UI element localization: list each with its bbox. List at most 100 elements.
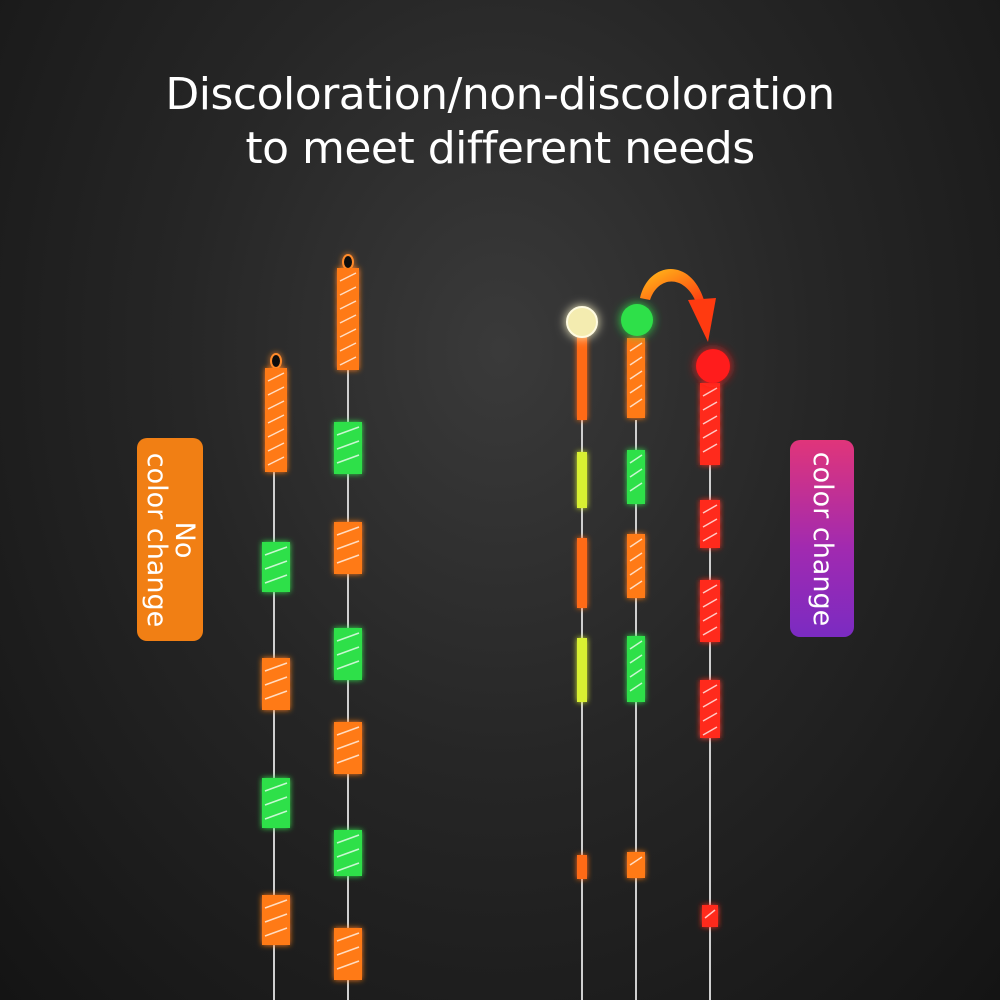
badge-label: color change — [807, 451, 838, 626]
segment-stripe — [629, 552, 643, 562]
segment-stripe — [336, 454, 360, 464]
segment-stripe — [336, 726, 360, 736]
segment-stripe — [702, 612, 718, 622]
segment-stripe — [629, 566, 643, 576]
segment-stripe — [267, 442, 285, 452]
segment-stripe — [702, 415, 718, 425]
float-1-segment-orange — [262, 895, 290, 945]
float-3-segment-yellow — [577, 638, 587, 702]
segment-stripe — [336, 426, 360, 436]
segment-stripe — [267, 456, 285, 466]
segment-stripe — [629, 654, 643, 664]
segment-stripe — [629, 398, 643, 408]
title-line-2: to meet different needs — [245, 123, 755, 174]
segment-stripe — [267, 400, 285, 410]
segment-stripe — [336, 754, 360, 764]
segment-stripe — [629, 454, 643, 464]
float-4-segment-orange — [627, 338, 645, 418]
segment-stripe — [702, 698, 718, 708]
black-tip-icon — [342, 254, 354, 270]
segment-stripe — [267, 414, 285, 424]
segment-stripe — [339, 342, 357, 352]
segment-stripe — [704, 909, 716, 919]
segment-stripe — [702, 401, 718, 411]
segment-stripe — [264, 810, 288, 820]
segment-stripe — [629, 668, 643, 678]
segment-stripe — [629, 580, 643, 590]
segment-stripe — [264, 574, 288, 584]
segment-stripe — [702, 504, 718, 514]
segment-stripe — [629, 482, 643, 492]
float-1-segment-green — [262, 542, 290, 592]
float-4-segment-orange — [627, 852, 645, 878]
segment-stripe — [702, 429, 718, 439]
title-line-1: Discoloration/non-discoloration — [165, 69, 835, 120]
float-4-segment-green — [627, 636, 645, 702]
segment-stripe — [339, 272, 357, 282]
color-change-badge: color change — [790, 440, 854, 637]
segment-stripe — [336, 946, 360, 956]
green-ball-icon — [621, 304, 653, 336]
segment-stripe — [629, 384, 643, 394]
segment-stripe — [336, 862, 360, 872]
float-3-segment-orange — [577, 538, 587, 608]
segment-stripe — [339, 356, 357, 366]
segment-stripe — [336, 646, 360, 656]
badge-line-2: color change — [141, 452, 172, 627]
segment-stripe — [264, 546, 288, 556]
black-tip-icon — [270, 353, 282, 369]
segment-stripe — [702, 598, 718, 608]
segment-stripe — [336, 440, 360, 450]
segment-stripe — [264, 913, 288, 923]
segment-stripe — [702, 626, 718, 636]
segment-stripe — [264, 560, 288, 570]
segment-stripe — [264, 676, 288, 686]
segment-stripe — [336, 740, 360, 750]
segment-stripe — [702, 518, 718, 528]
segment-stripe — [339, 328, 357, 338]
float-1-segment-green — [262, 778, 290, 828]
red-ball-icon — [696, 349, 730, 383]
segment-stripe — [629, 538, 643, 548]
segment-stripe — [336, 554, 360, 564]
float-5-segment-red — [700, 680, 720, 738]
segment-stripe — [336, 848, 360, 858]
segment-stripe — [264, 782, 288, 792]
segment-stripe — [702, 684, 718, 694]
float-3-segment-yellow — [577, 452, 587, 508]
badge-line-1: No — [169, 521, 200, 558]
segment-stripe — [629, 370, 643, 380]
segment-stripe — [336, 932, 360, 942]
float-1 — [262, 353, 290, 945]
float-2 — [334, 254, 362, 980]
segment-stripe — [336, 960, 360, 970]
float-3-segment-orange — [577, 855, 587, 879]
segment-stripe — [702, 387, 718, 397]
segment-stripe — [336, 526, 360, 536]
float-5-segment-red — [700, 580, 720, 642]
segment-stripe — [702, 443, 718, 453]
float-1-segment-orange — [265, 368, 287, 472]
segment-stripe — [336, 540, 360, 550]
float-3-segment-orange — [577, 336, 587, 420]
segment-stripe — [264, 899, 288, 909]
segment-stripe — [267, 428, 285, 438]
segment-stripe — [629, 342, 643, 352]
segment-stripe — [702, 584, 718, 594]
segment-stripe — [336, 660, 360, 670]
segment-stripe — [629, 640, 643, 650]
segment-stripe — [339, 286, 357, 296]
segment-stripe — [264, 796, 288, 806]
segment-stripe — [267, 386, 285, 396]
float-5 — [700, 383, 720, 927]
segment-stripe — [702, 712, 718, 722]
segment-stripe — [267, 372, 285, 382]
no-color-change-badge: No color change — [137, 438, 203, 641]
segment-stripe — [629, 356, 643, 366]
segment-stripe — [629, 468, 643, 478]
segment-stripe — [264, 927, 288, 937]
float-5-segment-red — [702, 905, 718, 927]
float-3 — [577, 336, 587, 879]
segment-stripe — [336, 632, 360, 642]
